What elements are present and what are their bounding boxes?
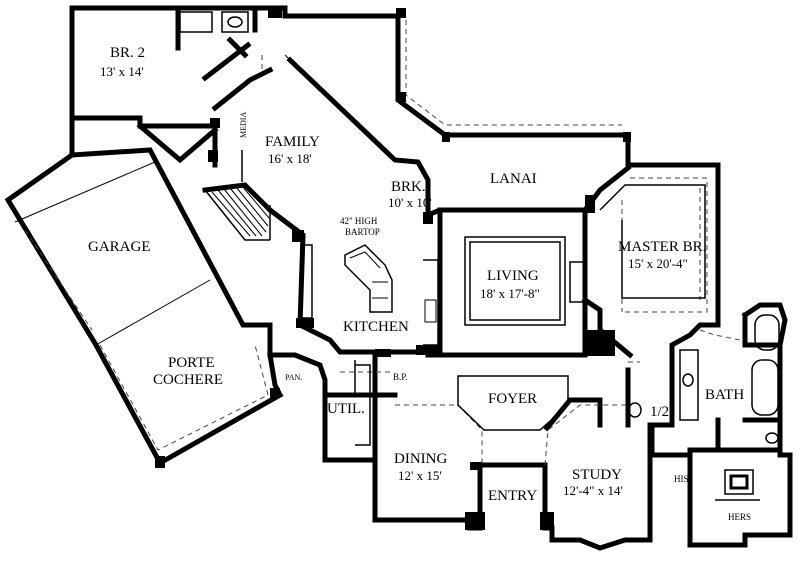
family-name: FAMILY — [265, 134, 320, 150]
hers-label: HERS — [728, 512, 751, 522]
dining-dims: 12' x 15' — [398, 468, 442, 483]
lanai-name: LANAI — [490, 171, 537, 187]
living-inner-box — [464, 236, 566, 326]
brk-dims: 10' x 10' — [388, 195, 432, 210]
posts — [155, 8, 631, 530]
brk-name: BRK. — [391, 179, 426, 195]
his-label: HIS — [674, 474, 689, 484]
master-bay — [599, 184, 706, 299]
bath-name: BATH — [705, 387, 744, 403]
living-name: LIVING — [487, 268, 539, 284]
bp-label: B.P. — [393, 372, 408, 382]
fireplace — [569, 261, 585, 303]
kitchen-island — [344, 244, 393, 313]
master-name: MASTER BR. — [618, 239, 706, 255]
media-label: MEDIA — [239, 112, 248, 138]
kitchen-name: KITCHEN — [343, 319, 409, 335]
util-name: UTIL. — [327, 401, 365, 417]
br2-dims: 13' x 14' — [100, 64, 144, 79]
bartop-line1: 42" HIGH — [340, 216, 378, 226]
master-dims: 15' x 20'-4" — [628, 256, 688, 271]
living-dims: 18' x 17'-8" — [480, 286, 540, 301]
half-bath-label: 1/2 — [650, 404, 669, 420]
study-dims: 12'-4" x 14' — [563, 483, 623, 498]
room-labels: BR. 2 13' x 14' FAMILY 16' x 18' MEDIA B… — [88, 45, 751, 522]
br2-name: BR. 2 — [110, 45, 145, 61]
dining-name: DINING — [394, 451, 447, 467]
porte-line2: COCHERE — [153, 372, 223, 388]
porte-line1: PORTE — [168, 355, 215, 371]
foyer-name: FOYER — [488, 391, 537, 407]
walls — [4, 5, 793, 551]
foyer-shape — [457, 375, 569, 431]
garage-name: GARAGE — [88, 239, 151, 255]
bartop-line2: BARTOP — [345, 227, 380, 237]
study-name: STUDY — [572, 467, 622, 483]
pan-label: PAN. — [285, 373, 302, 382]
family-dims: 16' x 18' — [268, 151, 312, 166]
bath-fixtures — [179, 11, 780, 501]
entry-name: ENTRY — [488, 488, 537, 504]
stairs — [211, 185, 270, 237]
